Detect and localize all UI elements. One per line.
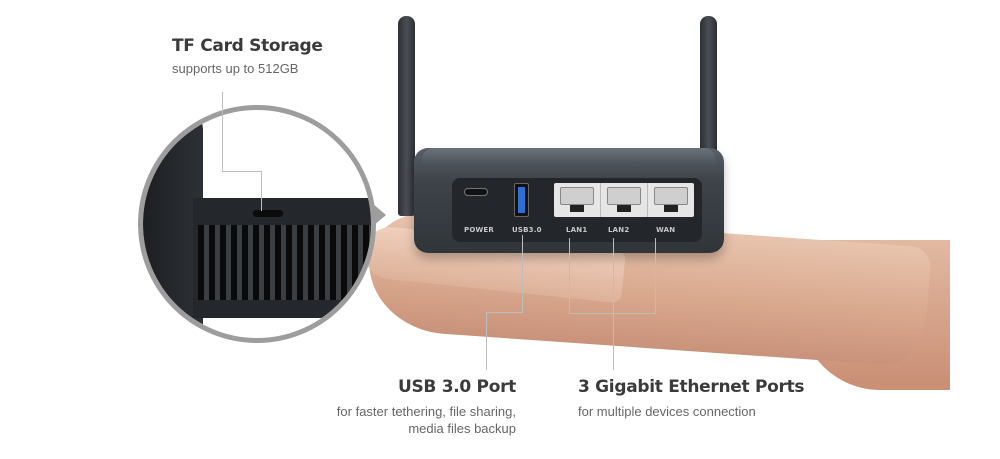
ethernet-port-block	[554, 183, 694, 217]
callout-line-ethernet	[569, 313, 656, 314]
antenna-left	[398, 16, 415, 216]
callout-line-ethernet	[613, 238, 614, 370]
callout-line-tf	[222, 92, 223, 172]
ethernet-port-icon	[554, 183, 601, 217]
ethernet-port-icon	[648, 183, 694, 217]
callout-line-usb	[486, 312, 523, 313]
usb-a-port-icon	[514, 183, 529, 217]
tf-card-zoom-circle	[138, 105, 376, 343]
usb-subtitle-line1: for faster tethering, file sharing,	[336, 404, 516, 419]
ethernet-port-icon	[601, 183, 648, 217]
port-label-power: POWER	[464, 226, 494, 234]
tf-card-slot-icon	[253, 210, 283, 217]
usb-subtitle-line2: media files backup	[408, 421, 516, 436]
port-label-lan2: LAN2	[608, 226, 630, 234]
tf-card-title: TF Card Storage	[172, 36, 323, 56]
usb-title: USB 3.0 Port	[397, 377, 516, 397]
antenna-right	[700, 16, 717, 166]
callout-line-usb	[486, 312, 487, 370]
router-device: POWER USB3.0 LAN1 LAN2 WAN	[414, 148, 724, 253]
callout-line-tf	[222, 171, 262, 172]
router-top-surface	[422, 148, 716, 166]
ethernet-title: 3 Gigabit Ethernet Ports	[578, 377, 805, 397]
zoom-pointer-arrow	[372, 203, 386, 227]
callout-line-ethernet	[569, 238, 570, 314]
tf-card-subtitle: supports up to 512GB	[172, 61, 299, 76]
callout-line-usb	[522, 235, 523, 313]
callout-line-ethernet	[655, 238, 656, 314]
port-panel: POWER USB3.0 LAN1 LAN2 WAN	[452, 178, 702, 242]
port-label-usb: USB3.0	[512, 226, 542, 234]
ethernet-subtitle: for multiple devices connection	[578, 404, 756, 419]
usb-c-port-icon	[464, 188, 488, 196]
callout-line-tf	[261, 171, 262, 211]
port-label-lan1: LAN1	[566, 226, 588, 234]
port-label-wan: WAN	[656, 226, 676, 234]
vent-grille	[198, 225, 371, 300]
